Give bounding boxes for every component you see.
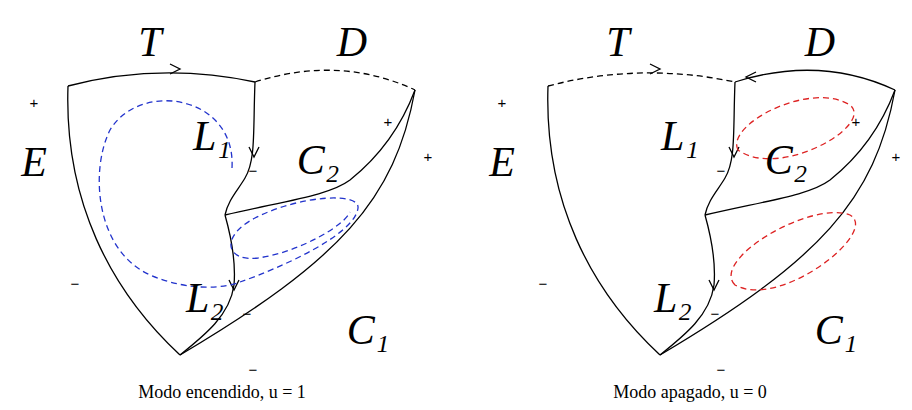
- polarity-sign: −: [717, 362, 726, 377]
- region-name: C₂: [765, 139, 808, 181]
- region-name: E: [21, 141, 47, 183]
- polarity-sign: −: [711, 306, 720, 321]
- region-name: E: [489, 141, 515, 183]
- region-boundary: [225, 90, 415, 215]
- polarity-sign: −: [71, 276, 80, 291]
- right-panel: [548, 64, 895, 355]
- region-boundary: [660, 90, 895, 355]
- region-boundary: [180, 90, 415, 355]
- region-name: L₂: [186, 277, 224, 319]
- region-boundary: [255, 70, 415, 90]
- region-name: T: [606, 21, 629, 63]
- arrowhead: [650, 64, 660, 74]
- region-name: C₁: [347, 309, 390, 351]
- region-boundary: [68, 73, 255, 86]
- region-boundary: [735, 70, 895, 90]
- mode-caption: Modo apagado, u = 0: [613, 383, 767, 401]
- polarity-sign: −: [249, 362, 258, 377]
- arrowhead: [249, 147, 259, 157]
- region-boundary: [548, 86, 660, 355]
- region-name: D: [805, 21, 835, 63]
- region-name: L₁: [193, 115, 231, 157]
- trajectory: [99, 101, 358, 287]
- polarity-sign: +: [384, 114, 393, 129]
- region-boundary: [548, 73, 735, 86]
- polarity-sign: +: [424, 149, 433, 164]
- trajectory: [731, 213, 855, 290]
- polarity-sign: +: [892, 149, 901, 164]
- mode-caption: Modo encendido, u = 1: [138, 383, 306, 401]
- region-name: L₂: [654, 277, 692, 319]
- region-boundary: [705, 82, 735, 215]
- region-boundary: [68, 86, 180, 355]
- arrowhead: [229, 280, 239, 290]
- region-name: C₂: [297, 139, 340, 181]
- arrowhead: [709, 280, 719, 290]
- polarity-sign: +: [498, 95, 507, 110]
- polarity-sign: −: [539, 276, 548, 291]
- region-name: T: [138, 21, 161, 63]
- region-name: C₁: [815, 309, 858, 351]
- polarity-sign: +: [852, 114, 861, 129]
- arrowhead: [170, 64, 180, 74]
- polarity-sign: −: [243, 306, 252, 321]
- left-panel: [68, 64, 415, 355]
- polarity-sign: −: [717, 163, 726, 178]
- region-boundary: [705, 90, 895, 215]
- polarity-sign: +: [30, 95, 39, 110]
- polarity-sign: −: [249, 163, 258, 178]
- region-name: L₁: [661, 115, 699, 157]
- arrowhead: [746, 72, 756, 82]
- region-name: D: [337, 21, 367, 63]
